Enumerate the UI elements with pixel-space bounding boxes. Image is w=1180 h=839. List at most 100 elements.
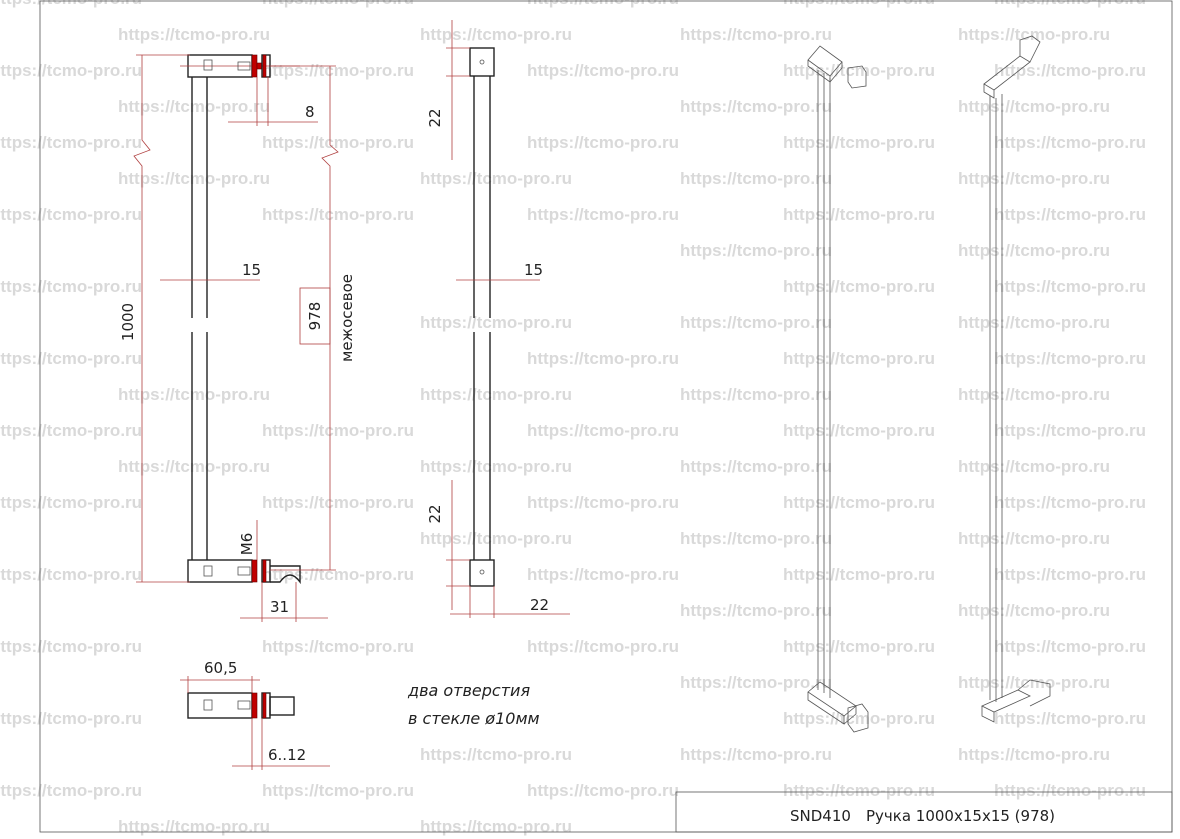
watermark-text: https://tcmo-pro.ru bbox=[0, 133, 142, 152]
watermark-text: https://tcmo-pro.ru bbox=[420, 385, 572, 404]
watermark-text: https://tcmo-pro.ru bbox=[527, 349, 679, 368]
watermark-text: https://tcmo-pro.ru bbox=[783, 205, 935, 224]
watermark-text: https://tcmo-pro.ru bbox=[262, 133, 414, 152]
watermark-text: https://tcmo-pro.ru bbox=[958, 241, 1110, 260]
watermark-text: https://tcmo-pro.ru bbox=[994, 277, 1146, 296]
watermark-text: https://tcmo-pro.ru bbox=[0, 61, 142, 80]
watermark-text: https://tcmo-pro.ru bbox=[527, 493, 679, 512]
note-line-2: в стекле ø10мм bbox=[408, 709, 540, 728]
watermark-text: https://tcmo-pro.ru bbox=[680, 25, 832, 44]
watermark-text: https://tcmo-pro.ru bbox=[958, 313, 1110, 332]
watermark-text: https://tcmo-pro.ru bbox=[994, 61, 1146, 80]
watermark-text: https://tcmo-pro.ru bbox=[118, 457, 270, 476]
watermark-text: https://tcmo-pro.ru bbox=[527, 781, 679, 800]
watermark-text: https://tcmo-pro.ru bbox=[420, 745, 572, 764]
watermark-text: https://tcmo-pro.ru bbox=[420, 457, 572, 476]
watermark-text: https://tcmo-pro.ru bbox=[783, 709, 935, 728]
dim-bar-width-front: 15 bbox=[242, 261, 261, 279]
dim-bar-width-side: 15 bbox=[524, 261, 543, 279]
watermark-text: https://tcmo-pro.ru bbox=[680, 673, 832, 692]
watermark-text: https://tcmo-pro.ru bbox=[958, 601, 1110, 620]
watermark-text: https://tcmo-pro.ru bbox=[527, 637, 679, 656]
watermark-text: https://tcmo-pro.ru bbox=[680, 241, 832, 260]
watermark-text: https://tcmo-pro.ru bbox=[783, 349, 935, 368]
watermark-text: https://tcmo-pro.ru bbox=[680, 601, 832, 620]
watermark-text: https://tcmo-pro.ru bbox=[0, 637, 142, 656]
title-name: Ручка 1000x15x15 (978) bbox=[866, 807, 1055, 825]
front-view bbox=[133, 54, 339, 622]
watermark-text: https://tcmo-pro.ru bbox=[0, 565, 142, 584]
watermark-text: https://tcmo-pro.ru bbox=[262, 637, 414, 656]
watermark-text: https://tcmo-pro.ru bbox=[262, 0, 414, 8]
detail-view bbox=[180, 676, 330, 770]
watermark-text: https://tcmo-pro.ru bbox=[118, 385, 270, 404]
dim-detail-length: 60,5 bbox=[204, 659, 237, 677]
side-view bbox=[446, 20, 570, 618]
watermark-text: https://tcmo-pro.ru bbox=[262, 205, 414, 224]
dim-center-distance-label: межосевое bbox=[338, 274, 356, 362]
watermark-text: https://tcmo-pro.ru bbox=[783, 421, 935, 440]
watermark-text: https://tcmo-pro.ru bbox=[420, 25, 572, 44]
watermark-text: https://tcmo-pro.ru bbox=[783, 61, 935, 80]
watermark-text: https://tcmo-pro.ru bbox=[958, 457, 1110, 476]
title-block bbox=[675, 791, 1173, 833]
watermark-text: https://tcmo-pro.ru bbox=[0, 493, 142, 512]
watermark-text: https://tcmo-pro.ru bbox=[420, 529, 572, 548]
knob-washer bbox=[251, 54, 258, 78]
watermark-text: https://tcmo-pro.ru bbox=[994, 0, 1146, 8]
watermark-text: https://tcmo-pro.ru bbox=[783, 565, 935, 584]
watermark-text: https://tcmo-pro.ru bbox=[0, 205, 142, 224]
watermark-text: https://tcmo-pro.ru bbox=[118, 25, 270, 44]
watermark-text: https://tcmo-pro.ru bbox=[680, 529, 832, 548]
watermark-text: https://tcmo-pro.ru bbox=[262, 781, 414, 800]
watermark-text: https://tcmo-pro.ru bbox=[783, 781, 935, 800]
isometric-view-back bbox=[981, 35, 1051, 723]
watermark-text: https://tcmo-pro.ru bbox=[680, 169, 832, 188]
watermark-text: https://tcmo-pro.ru bbox=[118, 817, 270, 836]
watermark-text: https://tcmo-pro.ru bbox=[958, 529, 1110, 548]
watermark-text: https://tcmo-pro.ru bbox=[527, 565, 679, 584]
watermark-text: https://tcmo-pro.ru bbox=[994, 133, 1146, 152]
isometric-view-front bbox=[807, 45, 869, 733]
watermark-text: https://tcmo-pro.ru bbox=[994, 349, 1146, 368]
dim-block-width: 22 bbox=[530, 596, 549, 614]
watermark-text: https://tcmo-pro.ru bbox=[958, 745, 1110, 764]
watermark-text: https://tcmo-pro.ru bbox=[680, 745, 832, 764]
watermark-text: https://tcmo-pro.ru bbox=[680, 457, 832, 476]
watermark-text: https://tcmo-pro.ru bbox=[0, 781, 142, 800]
watermark-text: https://tcmo-pro.ru bbox=[527, 61, 679, 80]
watermark-text: https://tcmo-pro.ru bbox=[262, 421, 414, 440]
watermark-text: https://tcmo-pro.ru bbox=[262, 61, 414, 80]
watermark-text: https://tcmo-pro.ru bbox=[994, 781, 1146, 800]
watermark-text: https://tcmo-pro.ru bbox=[994, 421, 1146, 440]
watermark-text: https://tcmo-pro.ru bbox=[527, 133, 679, 152]
dim-block-height-top: 22 bbox=[426, 108, 444, 127]
watermark-text: https://tcmo-pro.ru bbox=[0, 349, 142, 368]
watermark-text: https://tcmo-pro.ru bbox=[118, 97, 270, 116]
watermark-text: https://tcmo-pro.ru bbox=[958, 169, 1110, 188]
watermark-text: https://tcmo-pro.ru bbox=[994, 493, 1146, 512]
watermark-text: https://tcmo-pro.ru bbox=[0, 709, 142, 728]
watermark-text: https://tcmo-pro.ru bbox=[262, 565, 414, 584]
dim-overall-length: 1000 bbox=[119, 303, 137, 341]
watermark-text: https://tcmo-pro.ru bbox=[958, 673, 1110, 692]
watermark-text: https://tcmo-pro.ru bbox=[994, 637, 1146, 656]
sheet-frame bbox=[39, 0, 1173, 833]
watermark-text: https://tcmo-pro.ru bbox=[0, 277, 142, 296]
watermark-text: https://tcmo-pro.ru bbox=[783, 637, 935, 656]
watermark-text: https://tcmo-pro.ru bbox=[680, 313, 832, 332]
watermark-text: https://tcmo-pro.ru bbox=[118, 169, 270, 188]
title-code: SND410 bbox=[790, 807, 851, 825]
watermark-text: https://tcmo-pro.ru bbox=[783, 0, 935, 8]
dim-knob-thickness: 8 bbox=[305, 103, 315, 121]
watermark-text: https://tcmo-pro.ru bbox=[958, 97, 1110, 116]
watermark-text: https://tcmo-pro.ru bbox=[420, 313, 572, 332]
watermark-text: https://tcmo-pro.ru bbox=[262, 493, 414, 512]
watermark-text: https://tcmo-pro.ru bbox=[420, 169, 572, 188]
watermark-text: https://tcmo-pro.ru bbox=[783, 493, 935, 512]
watermark-text: https://tcmo-pro.ru bbox=[527, 0, 679, 8]
watermark-text: https://tcmo-pro.ru bbox=[994, 709, 1146, 728]
